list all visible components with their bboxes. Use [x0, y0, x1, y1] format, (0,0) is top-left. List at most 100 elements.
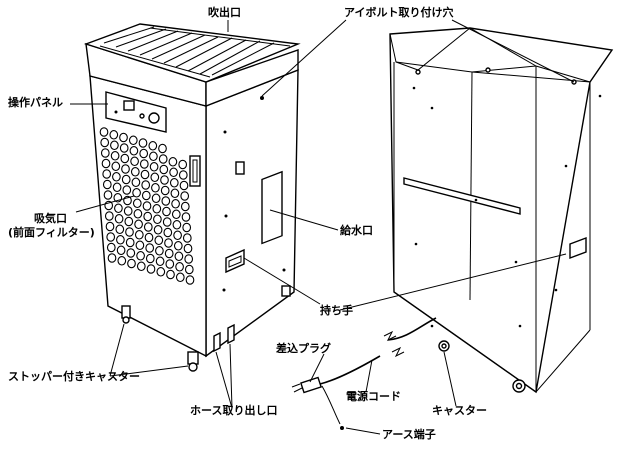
intake-hole	[142, 201, 152, 211]
left-unit-hood-side	[205, 49, 299, 108]
label-earth-terminal: アース端子	[382, 428, 436, 441]
intake-hole	[172, 220, 182, 230]
intake-hole	[169, 178, 179, 188]
intake-hole	[173, 230, 182, 241]
intake-hole	[141, 180, 151, 190]
intake-hole	[135, 240, 145, 251]
intake-hole	[173, 241, 183, 251]
intake-hole	[179, 180, 189, 191]
intake-hole	[121, 174, 131, 185]
left-unit-slot	[189, 155, 201, 187]
earth-terminal	[340, 426, 344, 430]
intake-hole	[109, 130, 119, 140]
intake-hole	[165, 259, 175, 269]
intake-hole	[136, 251, 145, 261]
intake-hole	[99, 127, 109, 137]
intake-hole	[130, 156, 139, 167]
intake-hole	[106, 242, 116, 253]
intake-hole	[175, 262, 184, 272]
intake-hole	[181, 212, 191, 222]
left-unit-side-panel	[205, 68, 299, 358]
intake-perforation	[99, 127, 195, 285]
intake-hole	[162, 217, 172, 227]
intake-hole	[164, 238, 173, 248]
intake-hole	[134, 230, 144, 240]
intake-hole	[128, 135, 138, 146]
intake-hole	[120, 153, 130, 164]
intake-hole	[140, 169, 150, 180]
water-inlet-panel	[261, 170, 283, 245]
intake-hole	[141, 190, 151, 201]
intake-hole	[102, 169, 112, 179]
label-power-cord: 電源コード	[346, 390, 401, 403]
intake-hole	[139, 159, 149, 169]
label-eyebolt-hole: アイボルト取り付け穴	[344, 6, 454, 19]
side-small-window	[235, 161, 245, 175]
intake-hole	[104, 211, 114, 221]
intake-hole	[184, 254, 194, 264]
label-intake: 吸気口	[34, 212, 67, 225]
intake-hole	[122, 185, 132, 195]
intake-hole	[175, 272, 185, 283]
left-casters	[121, 285, 291, 372]
label-water-inlet: 給水口	[340, 224, 373, 237]
intake-hole	[143, 222, 153, 232]
intake-hole	[119, 143, 129, 153]
intake-hole	[152, 204, 162, 214]
label-hose-outlet: ホース取り出し口	[190, 404, 278, 417]
intake-hole	[132, 188, 141, 198]
intake-hole	[130, 167, 140, 177]
intake-hole	[138, 138, 148, 148]
intake-hole	[155, 246, 164, 256]
intake-hole	[139, 148, 149, 159]
intake-hole	[180, 201, 190, 212]
intake-hole	[100, 137, 110, 148]
intake-hole	[126, 248, 136, 258]
intake-hole	[119, 132, 128, 143]
intake-hole	[143, 211, 153, 222]
intake-hole	[162, 206, 171, 217]
intake-hole	[155, 256, 165, 267]
intake-hole	[150, 172, 160, 183]
intake-hole	[110, 151, 120, 161]
intake-hole	[166, 269, 175, 280]
intake-hole	[111, 161, 121, 172]
intake-hole	[136, 261, 146, 272]
intake-hole	[124, 216, 134, 227]
right-unit-rivets	[412, 67, 602, 328]
intake-hole	[116, 245, 126, 256]
intake-hole	[182, 233, 192, 243]
intake-hole	[171, 209, 181, 220]
intake-hole	[102, 179, 112, 190]
intake-hole	[121, 164, 130, 174]
intake-hole	[100, 148, 110, 158]
intake-hole	[145, 253, 155, 264]
intake-hole	[125, 227, 134, 237]
label-handle: 持ち手	[320, 304, 353, 317]
intake-hole	[154, 235, 164, 246]
left-unit	[83, 23, 301, 372]
intake-hole	[149, 162, 159, 172]
intake-hole	[168, 157, 178, 167]
intake-hole	[146, 264, 156, 274]
intake-hole	[145, 243, 155, 253]
intake-hole	[106, 232, 116, 242]
right-casters	[438, 340, 526, 393]
intake-hole	[151, 193, 161, 204]
intake-hole	[127, 258, 136, 269]
label-stopper-caster: ストッパー付きキャスター	[8, 370, 140, 383]
power-cord	[291, 317, 437, 430]
panel-display	[123, 100, 135, 111]
intake-hole	[112, 182, 122, 193]
right-unit-body	[389, 27, 614, 394]
intake-hole	[132, 198, 142, 209]
label-intake-front-filter: (前面フィルター)	[8, 226, 95, 239]
intake-hole	[174, 251, 184, 262]
intake-hole	[160, 185, 170, 196]
intake-hole	[133, 209, 143, 219]
intake-hole	[149, 151, 158, 162]
intake-hole	[178, 170, 188, 180]
intake-hole	[134, 219, 143, 230]
